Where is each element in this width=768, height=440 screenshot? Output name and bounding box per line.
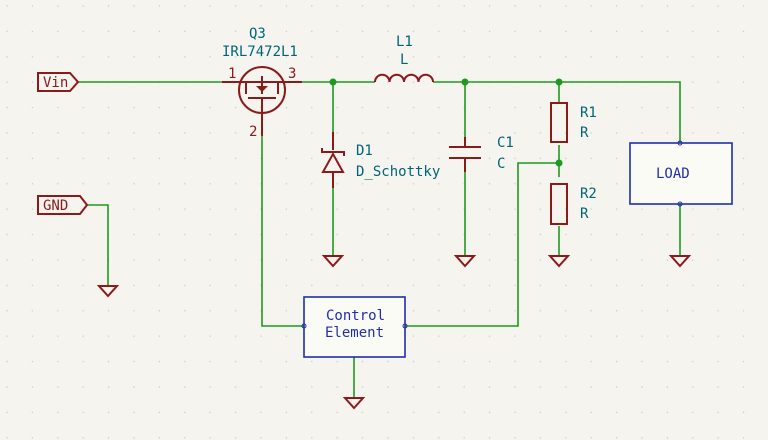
c1-reference: C1 xyxy=(497,135,514,151)
load-block[interactable]: LOAD xyxy=(629,140,733,207)
wire-l1-to-r1 xyxy=(433,81,681,143)
ground-symbol-load xyxy=(668,255,692,268)
r2-value: R xyxy=(580,206,589,222)
control-element-line1: Control xyxy=(326,308,385,324)
wires xyxy=(78,81,681,398)
r1-value: R xyxy=(580,125,589,141)
ground-symbols xyxy=(96,255,692,410)
r1-resistor[interactable]: R1 R xyxy=(550,102,597,143)
load-pin-top xyxy=(677,140,683,146)
q3-pin1-number: 1 xyxy=(228,66,236,82)
r2-reference: R2 xyxy=(580,186,597,202)
ground-symbol-gnd xyxy=(96,285,120,298)
q3-value: IRL7472L1 xyxy=(222,44,298,60)
vin-label-text: Vin xyxy=(43,75,68,91)
d1-diode[interactable]: D1 D_Schottky xyxy=(321,132,440,188)
ground-symbol-d1 xyxy=(321,255,345,268)
junctions xyxy=(329,78,563,167)
vin-label[interactable]: Vin xyxy=(37,72,80,92)
q3-pin2-number: 2 xyxy=(249,124,257,140)
wire-gnd-label xyxy=(87,204,109,286)
q3-pin3-number: 3 xyxy=(288,66,296,82)
wire-feedback xyxy=(405,162,559,327)
gnd-label-outline xyxy=(37,195,89,215)
load-label: LOAD xyxy=(656,166,690,182)
wire-gate xyxy=(261,136,305,327)
junction-dot xyxy=(461,78,469,86)
junction-dot xyxy=(555,159,563,167)
r1-reference: R1 xyxy=(580,105,597,121)
control-pin-right xyxy=(402,323,408,329)
ground-symbol-c1 xyxy=(453,255,477,268)
c1-capacitor[interactable]: C1 C xyxy=(449,135,514,172)
l1-inductor[interactable]: L1 L xyxy=(374,34,434,83)
l1-coil xyxy=(374,73,434,83)
control-element-block[interactable]: Control Element xyxy=(301,296,408,358)
ground-symbol-control xyxy=(342,397,366,410)
q3-reference: Q3 xyxy=(249,26,266,42)
control-element-line2: Element xyxy=(325,325,384,341)
q3-mosfet[interactable]: Q3 IRL7472L1 1 3 2 xyxy=(222,26,302,140)
control-pin-left xyxy=(301,323,307,329)
q3-arrow xyxy=(256,86,268,92)
r1-body xyxy=(550,102,568,143)
gnd-label[interactable]: GND xyxy=(37,195,89,215)
gnd-label-text: GND xyxy=(43,198,68,214)
r2-resistor[interactable]: R2 R xyxy=(550,183,597,225)
c1-value: C xyxy=(497,156,505,172)
junction-dot xyxy=(329,78,337,86)
r2-body xyxy=(550,183,568,225)
l1-reference: L1 xyxy=(396,34,413,50)
l1-value: L xyxy=(400,52,408,68)
d1-reference: D1 xyxy=(356,143,373,159)
load-box xyxy=(629,142,733,205)
d1-value: D_Schottky xyxy=(356,164,440,180)
junction-dot xyxy=(555,78,563,86)
control-element-box xyxy=(303,296,406,358)
vin-label-outline xyxy=(37,72,80,92)
ground-symbol-r2 xyxy=(547,255,571,268)
load-pin-bottom xyxy=(677,201,683,207)
